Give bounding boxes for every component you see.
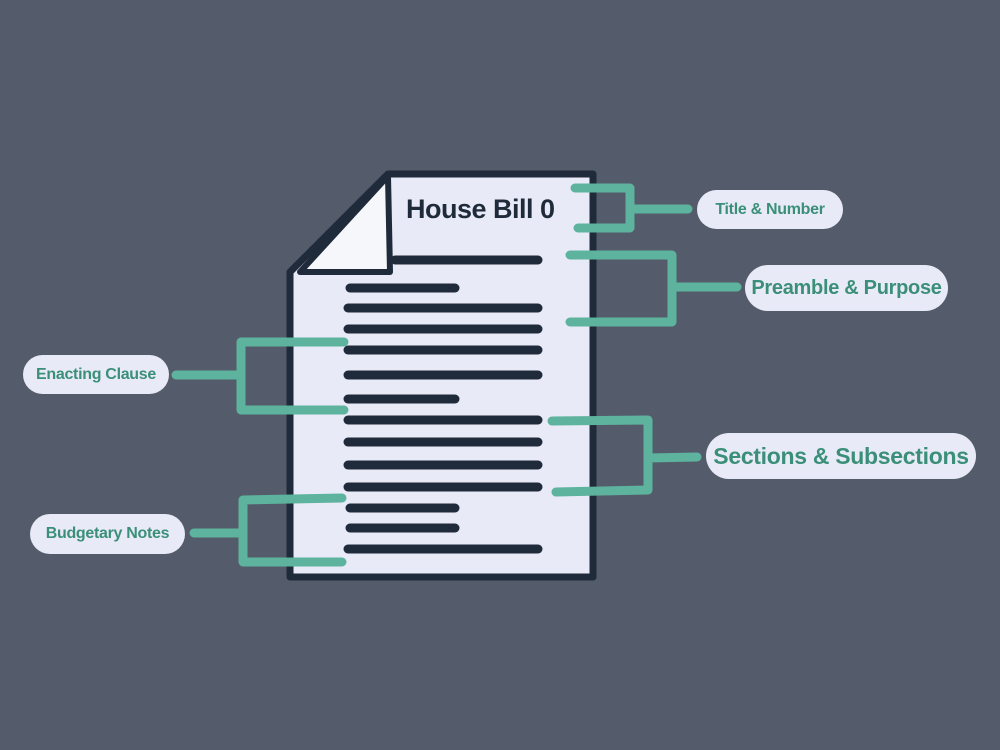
label-title-number: Title & Number bbox=[697, 190, 843, 229]
label-sections-subsections: Sections & Subsections bbox=[706, 433, 976, 479]
page-fold-icon bbox=[297, 173, 393, 275]
title-number-bracket bbox=[570, 183, 693, 233]
document-text-lines bbox=[343, 255, 543, 554]
label-budgetary-notes: Budgetary Notes bbox=[30, 514, 185, 554]
sections-subsections-bracket bbox=[547, 415, 702, 497]
label-enacting-clause: Enacting Clause bbox=[23, 355, 169, 394]
enacting-clause-bracket bbox=[171, 337, 349, 415]
preamble-purpose-bracket bbox=[565, 250, 742, 327]
budgetary-notes-bracket bbox=[189, 493, 347, 567]
label-preamble-purpose: Preamble & Purpose bbox=[745, 265, 948, 311]
document-title: House Bill 0 bbox=[406, 194, 555, 224]
